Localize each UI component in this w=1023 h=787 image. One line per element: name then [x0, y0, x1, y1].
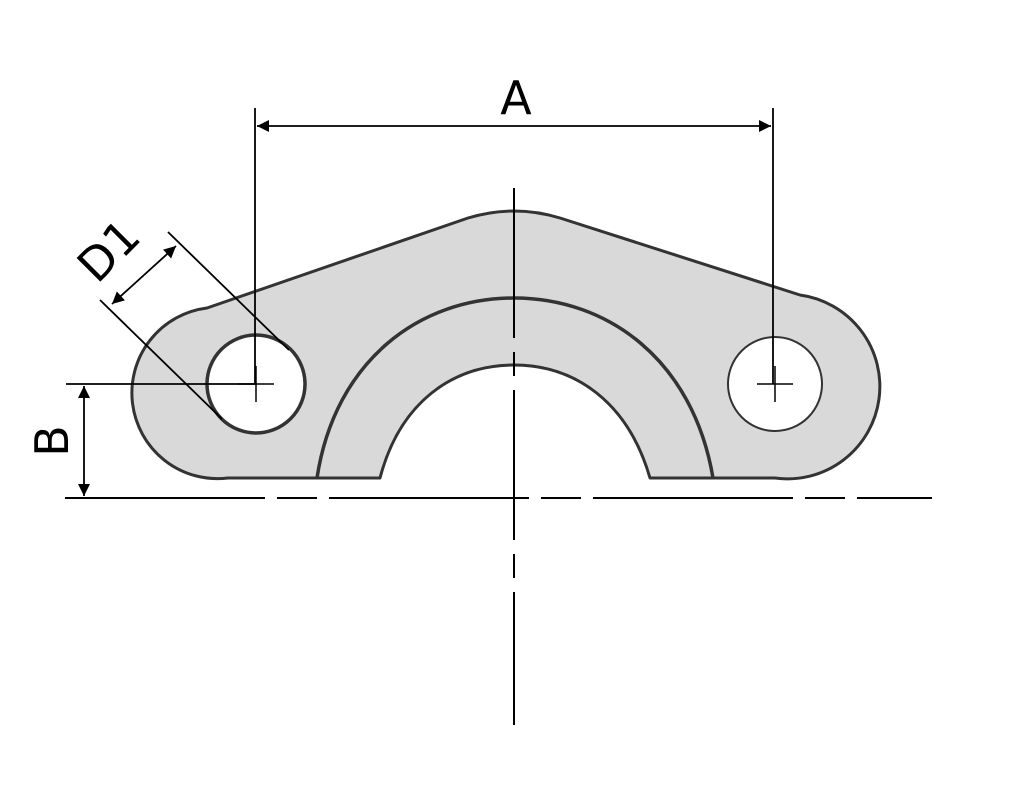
dimension-b	[66, 383, 256, 496]
dimension-label-a: A	[500, 71, 532, 125]
dimension-line-d1	[111, 245, 177, 305]
center-lines	[65, 188, 932, 725]
extension-line-d1-outer	[167, 231, 290, 351]
dimension-label-b: B	[25, 425, 79, 457]
extension-line-d1-inner	[99, 299, 223, 420]
dimension-d1	[99, 231, 290, 420]
dimension-a	[254, 108, 774, 384]
